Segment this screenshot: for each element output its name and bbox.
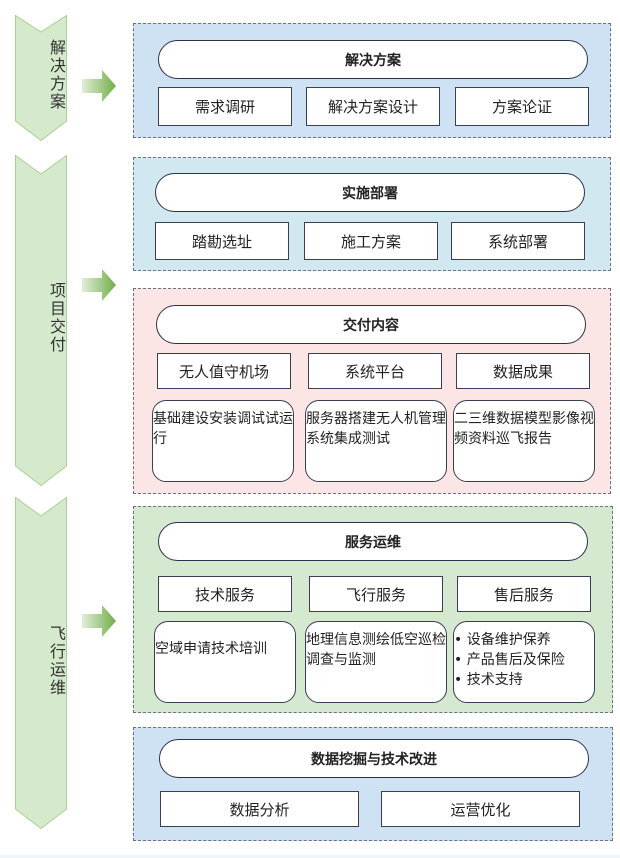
aftersales-list-item: 设备维护保养 — [454, 630, 594, 650]
solution-item: 解决方案设计 — [306, 87, 440, 126]
right-arrow-icon — [82, 605, 116, 641]
aftersales-list-item: 技术支持 — [454, 670, 594, 690]
stage-chevron-solution: 解决方案 — [15, 15, 67, 141]
stage-label: 飞行运维 — [47, 625, 66, 697]
ops-detail: 空域申请技术培训 — [154, 621, 296, 703]
delivery-item: 数据成果 — [456, 353, 590, 389]
ops-item: 技术服务 — [158, 576, 292, 612]
panel-operations: 服务运维 技术服务 飞行服务 售后服务 空域申请技术培训 地理信息测绘低空巡检调… — [133, 506, 613, 713]
solution-item: 需求调研 — [158, 87, 292, 126]
panel-data-mining: 数据挖掘与技术改进 数据分析 运营优化 — [133, 727, 613, 841]
ops-item: 飞行服务 — [309, 576, 443, 612]
stage-label: 项目交付 — [47, 282, 66, 354]
ops-item: 售后服务 — [457, 576, 591, 612]
stage-chevron-delivery: 项目交付 — [15, 155, 67, 486]
panel-title: 解决方案 — [158, 40, 588, 79]
panel-title: 数据挖掘与技术改进 — [159, 739, 589, 778]
ops-detail: 地理信息测绘低空巡检调查与监测 — [305, 621, 447, 703]
panel-solution: 解决方案 需求调研 解决方案设计 方案论证 — [133, 23, 611, 138]
chevron-shape — [15, 155, 67, 486]
panel-title: 交付内容 — [156, 305, 586, 344]
chevron-shape — [15, 497, 67, 829]
delivery-detail: 基础建设安装调试试运行 — [152, 400, 294, 482]
deploy-item: 系统部署 — [451, 222, 585, 260]
stage-label: 解决方案 — [47, 39, 66, 111]
panel-deployment: 实施部署 踏勘选址 施工方案 系统部署 — [133, 157, 611, 271]
delivery-item: 无人值守机场 — [157, 353, 291, 389]
aftersales-list-item: 产品售后及保险 — [454, 650, 594, 670]
bottom-divider — [0, 855, 620, 858]
panel-delivery: 交付内容 无人值守机场 系统平台 数据成果 基础建设安装调试试运行 服务器搭建无… — [133, 288, 611, 494]
right-arrow-icon — [82, 269, 116, 305]
deploy-item: 踏勘选址 — [155, 222, 289, 260]
panel-title: 实施部署 — [155, 173, 585, 212]
right-arrow-icon — [82, 70, 116, 106]
delivery-detail: 服务器搭建无人机管理系统集成测试 — [305, 400, 447, 482]
delivery-item: 系统平台 — [308, 353, 442, 389]
panel-title: 服务运维 — [158, 522, 588, 561]
data-item: 运营优化 — [381, 791, 580, 827]
delivery-detail: 二三维数据模型影像视频资料巡飞报告 — [453, 400, 595, 482]
deploy-item: 施工方案 — [304, 222, 438, 260]
chevron-shape — [15, 15, 67, 141]
aftersales-list: 设备维护保养 产品售后及保险 技术支持 — [453, 621, 595, 703]
stage-chevron-operations: 飞行运维 — [15, 497, 67, 829]
data-item: 数据分析 — [160, 791, 359, 827]
solution-item: 方案论证 — [455, 87, 589, 126]
